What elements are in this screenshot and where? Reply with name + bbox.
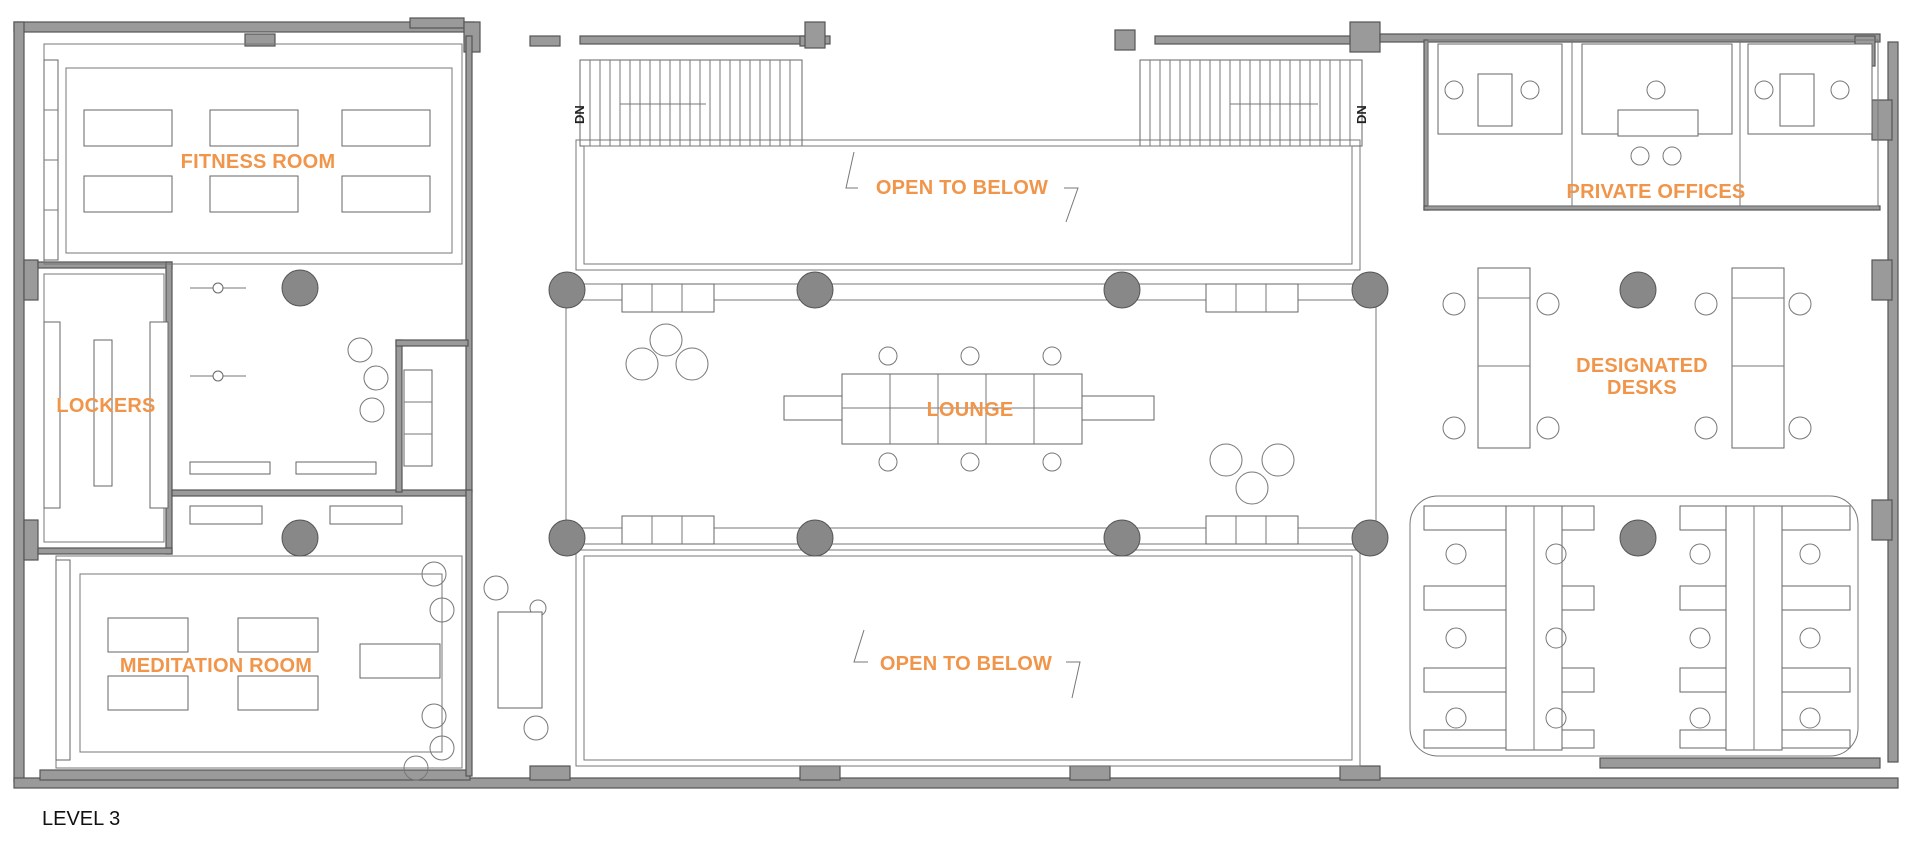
yoga-mats <box>107 617 441 711</box>
exterior-walls <box>13 17 1899 789</box>
lockers-room <box>43 273 169 543</box>
fitness-room <box>43 43 463 475</box>
label-private-offices: PRIVATE OFFICES <box>1567 181 1746 203</box>
private-offices <box>1427 39 1879 207</box>
stair-marker-right: DN <box>1354 105 1369 124</box>
corridor-furniture <box>483 575 549 741</box>
label-lockers: LOCKERS <box>56 395 155 417</box>
stair-treads-left <box>589 60 791 146</box>
columns <box>281 269 1657 557</box>
label-lounge: LOUNGE <box>927 399 1014 421</box>
weight-benches <box>189 461 377 475</box>
lounge-area <box>621 283 1299 545</box>
label-fitness-room: FITNESS ROOM <box>181 151 336 173</box>
label-designated-desks-line1: DESIGNATED <box>1576 355 1708 377</box>
label-meditation-room: MEDITATION ROOM <box>120 655 312 677</box>
exercise-bikes <box>190 282 246 382</box>
stair-treads-right <box>1149 60 1351 146</box>
level-label: LEVEL 3 <box>42 808 121 830</box>
meditation-room <box>55 505 463 781</box>
room-labels: FITNESS ROOM LOCKERS MEDITATION ROOM OPE… <box>56 151 1745 677</box>
designated-desks <box>1442 267 1812 449</box>
treadmills <box>83 109 431 213</box>
stairs: DN DN <box>572 59 1369 147</box>
label-designated-desks-line2: DESKS <box>1607 377 1677 399</box>
label-open-to-below-bottom: OPEN TO BELOW <box>880 653 1052 675</box>
label-open-to-below-top: OPEN TO BELOW <box>876 177 1048 199</box>
stair-marker-left: DN <box>572 105 587 124</box>
workstations <box>1409 495 1859 757</box>
